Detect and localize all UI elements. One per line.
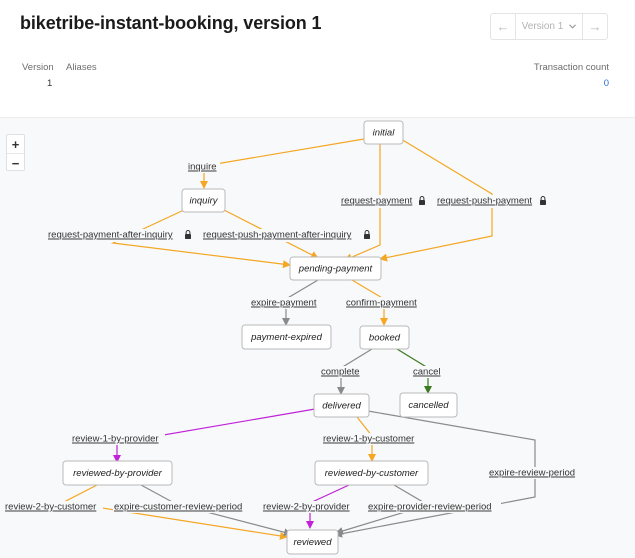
transition-request-payment[interactable]: request-payment xyxy=(341,196,413,207)
transition-review-2-by-provider[interactable]: review-2-by-provider xyxy=(263,502,350,513)
next-version-button[interactable]: → xyxy=(582,14,607,39)
state-cancelled[interactable]: cancelled xyxy=(399,392,458,418)
version-select-value: Version 1 xyxy=(521,21,564,32)
state-booked[interactable]: booked xyxy=(359,325,410,350)
previous-version-button[interactable]: ← xyxy=(491,14,516,39)
transition-complete[interactable]: complete xyxy=(321,367,360,378)
state-label: initial xyxy=(373,128,396,139)
version-select[interactable]: Version 1 xyxy=(516,21,582,32)
version-label: Version xyxy=(22,62,54,73)
transition-expire-payment[interactable]: expire-payment xyxy=(251,298,317,309)
state-inquiry[interactable]: inquiry xyxy=(181,188,226,213)
chevron-down-icon xyxy=(569,24,577,29)
version-navigator: ← Version 1 → xyxy=(490,13,608,40)
transition-review-2-by-customer[interactable]: review-2-by-customer xyxy=(5,502,96,513)
edge-inquire xyxy=(200,138,365,189)
state-label: inquiry xyxy=(190,196,219,207)
state-payment-expired[interactable]: payment-expired xyxy=(241,324,332,350)
transition-expire-customer-review-period[interactable]: expire-customer-review-period xyxy=(114,502,242,513)
state-label: booked xyxy=(369,333,401,344)
state-label: cancelled xyxy=(408,400,449,411)
zoom-out-button[interactable]: − xyxy=(11,155,20,171)
state-reviewed[interactable]: reviewed xyxy=(286,529,339,555)
edge-request-payment-after-inquiry xyxy=(110,209,291,269)
edge-request-push-payment xyxy=(379,138,493,262)
edge-request-payment xyxy=(344,144,381,261)
state-label: reviewed xyxy=(293,537,332,548)
state-initial[interactable]: initial xyxy=(363,120,404,145)
state-reviewed-by-provider[interactable]: reviewed-by-provider xyxy=(62,460,173,486)
transition-cancel[interactable]: cancel xyxy=(413,367,440,378)
transaction-count-value[interactable]: 0 xyxy=(603,78,609,89)
state-label: pending-payment xyxy=(298,264,373,275)
transition-expire-review-period[interactable]: expire-review-period xyxy=(489,468,575,479)
state-reviewed-by-customer[interactable]: reviewed-by-customer xyxy=(314,460,429,486)
transition-request-push-payment-after-inquiry[interactable]: request-push-payment-after-inquiry xyxy=(203,230,352,241)
state-label: delivered xyxy=(322,401,361,412)
state-label: payment-expired xyxy=(250,332,322,343)
transition-request-push-payment[interactable]: request-push-payment xyxy=(437,196,532,207)
transition-inquire[interactable]: inquire xyxy=(188,162,217,173)
transition-review-1-by-customer[interactable]: review-1-by-customer xyxy=(323,434,414,445)
arrow-right-icon: → xyxy=(588,19,602,34)
zoom-controls: + − xyxy=(6,134,25,171)
transition-expire-provider-review-period[interactable]: expire-provider-review-period xyxy=(368,502,492,513)
version-value: 1 xyxy=(47,78,53,89)
state-label: reviewed-by-provider xyxy=(73,468,163,479)
zoom-in-button[interactable]: + xyxy=(7,135,24,154)
transition-request-payment-after-inquiry[interactable]: request-payment-after-inquiry xyxy=(48,230,173,241)
transition-review-1-by-provider[interactable]: review-1-by-provider xyxy=(72,434,159,445)
arrow-left-icon: ← xyxy=(496,19,510,34)
state-delivered[interactable]: delivered xyxy=(313,393,370,418)
transaction-count-label: Transaction count xyxy=(533,62,609,73)
state-pending-payment[interactable]: pending-payment xyxy=(289,256,382,281)
state-label: reviewed-by-customer xyxy=(325,468,419,479)
aliases-label: Aliases xyxy=(66,62,97,73)
page-title: biketribe-instant-booking, version 1 xyxy=(20,13,322,33)
transition-confirm-payment[interactable]: confirm-payment xyxy=(346,298,417,309)
